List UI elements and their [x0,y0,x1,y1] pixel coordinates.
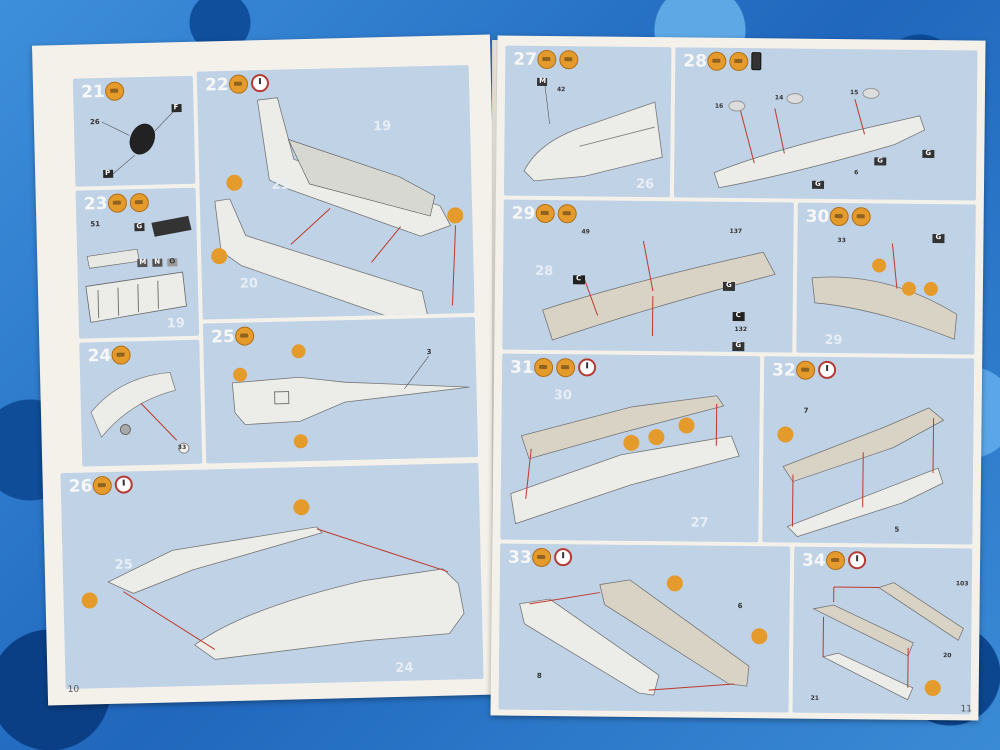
part-number: 132 [734,325,748,334]
decal-flag: P [105,168,111,177]
left-page-number: 10 [67,684,80,696]
part-number: 16 [714,102,724,110]
part-number: 7 [803,406,809,415]
step-28-panel: 28 16 14 15 6 G G G [673,47,978,201]
part-number: 19 [166,316,186,332]
decal-flag: N [154,257,161,266]
decal-flag: G [925,148,932,158]
step-29-panel: 29 49 137 132 28 G C C G [502,199,794,353]
step-21-panel: 21 26 F P [72,75,196,187]
step-27-panel: 27 M 42 26 [503,45,672,198]
step-26-drawing [81,499,465,660]
part-number: 5 [894,525,900,534]
step-23-drawing [85,215,192,323]
step-26-panel: 26 25 24 [60,462,484,690]
step-33-panel: 33 6 8 [498,543,791,713]
decal-flag: G [725,280,732,289]
step-30-panel: 30 33 29 G [796,202,976,355]
decal-flag: G [877,156,884,165]
left-instruction-page: 21 26 F P 22 19 21 20 [32,34,506,706]
step-24-panel: 24 33 [79,339,203,467]
step-30-drawing [811,234,958,340]
step-27-drawing [523,77,663,182]
part-number: 49 [581,228,590,236]
part-number: 21 [810,694,820,702]
part-number: 3 [426,348,432,357]
part-number: 29 [824,332,843,349]
decal-flag: M [539,76,547,85]
part-number: 51 [90,220,101,229]
decal-flag: G [735,340,742,350]
part-number: 24 [395,660,414,677]
part-number: 33 [177,444,187,452]
decal-flag: G [136,222,143,231]
part-number: 8 [536,671,542,680]
decal-flag: G [814,179,821,188]
part-number: 26 [89,118,100,127]
part-number: 15 [849,89,859,97]
part-number: 137 [729,227,743,236]
step-21-drawing [101,104,182,178]
part-number: 20 [239,276,259,292]
step-22-panel: 22 19 21 20 [196,65,475,320]
decal-flag: C [575,274,582,283]
right-page-number: 11 [960,704,973,715]
step-23-panel: 23 51 19 G M N O [75,187,200,339]
step-32-drawing [777,407,945,538]
part-number: 33 [837,237,846,245]
decal-flag: G [935,233,942,242]
step-31-panel: 31 30 27 [500,353,761,543]
step-25-drawing [231,344,470,449]
decal-flag: M [139,257,147,267]
step-29-drawing [542,240,776,352]
step-25-panel: 25 3 [202,316,479,464]
step-31-drawing [510,395,740,525]
step-24-drawing [90,372,190,454]
step-34-drawing [812,582,964,701]
part-number: 25 [114,557,133,573]
part-number: 6 [737,602,743,611]
step-22-drawing [211,97,464,320]
step-28-drawing [713,87,935,189]
part-number: 19 [372,118,392,135]
part-number: 27 [690,515,709,531]
decal-flag: F [173,103,179,112]
part-number: 28 [535,263,554,280]
part-number: 103 [955,580,969,588]
part-number: 21 [271,177,290,193]
part-number: 30 [553,388,572,404]
part-number: 42 [556,86,566,94]
step-34-panel: 34 103 20 21 [792,546,973,715]
part-number: 14 [774,94,784,102]
right-instruction-page: 27 M 42 26 28 16 14 15 6 G [490,35,986,721]
step-33-drawing [519,575,768,696]
step-32-panel: 32 7 5 [762,356,975,545]
part-number: 6 [854,169,859,177]
part-number: 26 [635,176,655,193]
decal-flag: C [735,310,741,320]
decal-flag: O [169,257,176,266]
part-number: 20 [943,652,952,660]
